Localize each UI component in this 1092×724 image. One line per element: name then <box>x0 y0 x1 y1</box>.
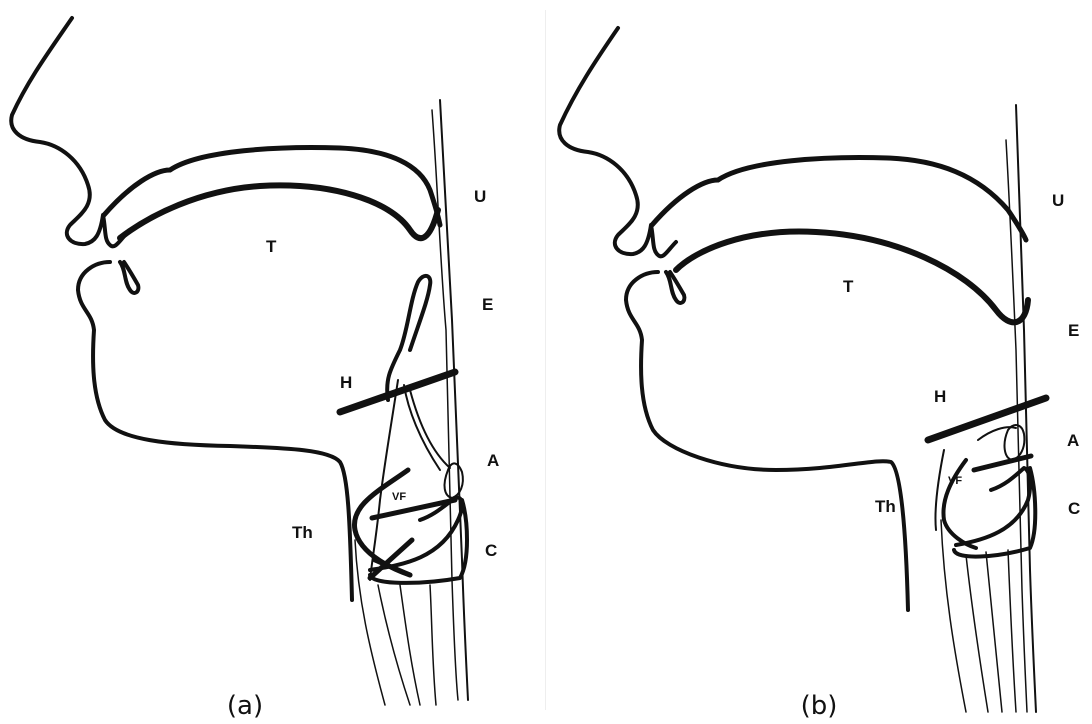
trachea-line-2 <box>986 552 1002 712</box>
teeth-upper <box>120 262 138 293</box>
label-C: C <box>485 541 497 560</box>
palate <box>120 185 438 238</box>
label-VF: VF <box>948 475 962 487</box>
thyroid-curve <box>354 470 410 575</box>
label-Th: Th <box>875 497 896 516</box>
cricoid-cartilage <box>954 468 1035 557</box>
face-profile <box>11 18 128 246</box>
trachea-line-2 <box>400 585 420 705</box>
epiglottis-line <box>978 427 1016 440</box>
teeth-upper <box>666 272 684 303</box>
pharyngeal-wall-outer <box>440 100 468 700</box>
arytenoid-shape <box>1005 425 1025 460</box>
face-profile <box>559 28 676 256</box>
label-A: A <box>487 451 499 470</box>
hyoid-bar <box>340 372 455 412</box>
trachea-line-1 <box>378 585 410 705</box>
lower-lip <box>626 272 908 610</box>
label-H: H <box>340 373 352 392</box>
diagram-panel-b: U T E H A VF Th C (b) <box>546 0 1092 724</box>
label-H: H <box>934 387 946 406</box>
label-T: T <box>843 277 854 296</box>
nasal-contour <box>652 158 1026 240</box>
label-Th: Th <box>292 523 313 542</box>
label-E: E <box>482 295 493 314</box>
label-E: E <box>1068 321 1079 340</box>
trachea-line-1 <box>966 555 988 712</box>
diagram-panel-a: U T E H A VF Th C (a) <box>0 0 546 724</box>
caption-a: (a) <box>227 691 263 721</box>
cross-bar <box>370 540 412 578</box>
label-A: A <box>1067 431 1079 450</box>
label-U: U <box>1052 191 1064 210</box>
vocal-tract-diagram-b: U T E H A VF Th C (b) <box>546 0 1092 724</box>
label-U: U <box>474 187 486 206</box>
label-T: T <box>266 237 277 256</box>
vocal-tract-diagram-a: U T E H A VF Th C (a) <box>0 0 546 724</box>
trachea-line-3 <box>1008 550 1016 712</box>
label-VF: VF <box>392 491 406 503</box>
label-C: C <box>1068 499 1080 518</box>
larynx-fold-line <box>410 390 450 468</box>
thyroid-curve <box>943 460 976 548</box>
caption-b: (b) <box>801 691 838 721</box>
lower-lip <box>78 262 352 600</box>
trachea-line-3 <box>430 585 436 705</box>
